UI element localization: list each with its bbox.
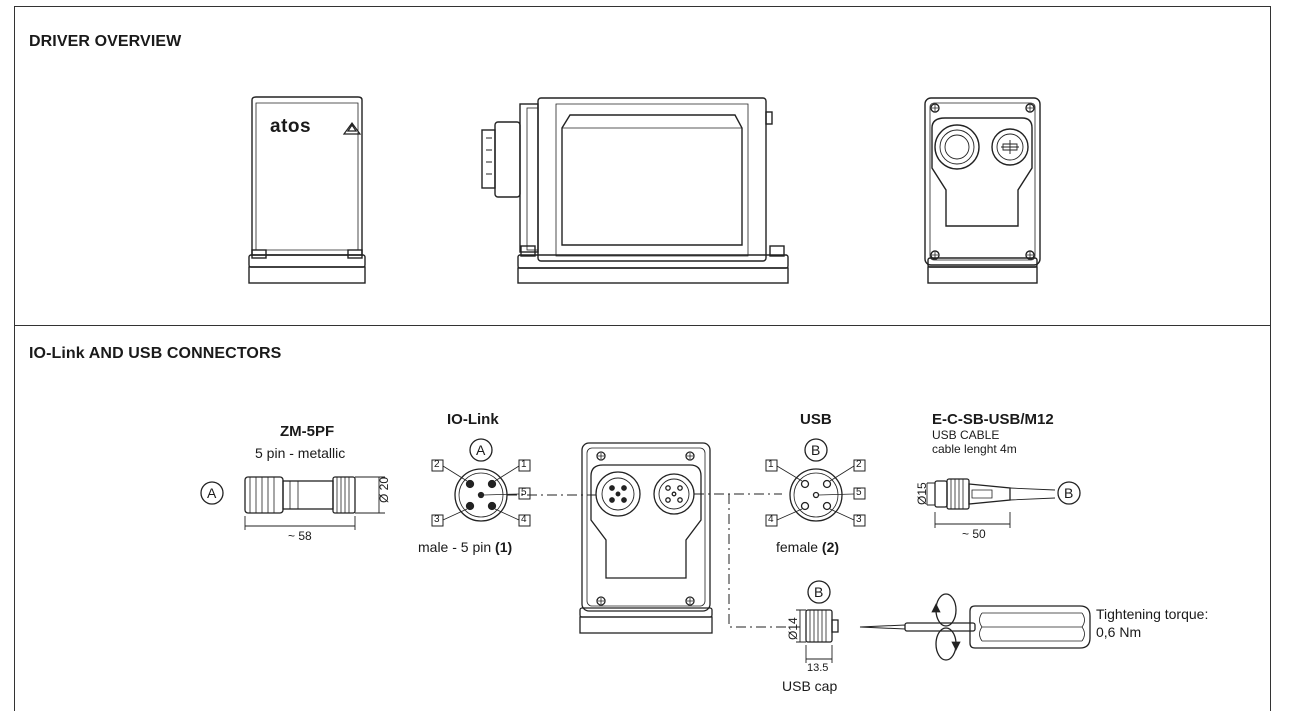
- usb-caption: female (2): [776, 539, 839, 555]
- zm5pf-connector-drawing: [244, 476, 385, 530]
- usb-cable-line1: USB CABLE: [932, 428, 1000, 442]
- usb-pin-2: 2: [856, 459, 862, 470]
- iolink-pinout-drawing: [431, 459, 531, 527]
- section-title-connectors: IO-Link AND USB CONNECTORS: [29, 345, 282, 362]
- usb-cap-drawing: [796, 609, 839, 663]
- torque-line2: 0,6 Nm: [1096, 624, 1142, 640]
- usb-cable-drawing: [926, 478, 1056, 528]
- atos-logo: atos: [270, 116, 312, 137]
- driver-rear-view: [924, 97, 1041, 284]
- marker-a-iolink: [469, 438, 493, 462]
- zm5pf-title: ZM-5PF: [280, 423, 335, 440]
- usb-cable-dim-diameter: Ø15: [915, 482, 929, 505]
- iolink-title: IO-Link: [447, 411, 499, 428]
- zm5pf-subtitle: 5 pin - metallic: [255, 445, 346, 461]
- usb-pin-3: 3: [856, 514, 862, 525]
- usb-cable-marker: B: [1064, 485, 1074, 501]
- drawing-frame: [14, 6, 1271, 711]
- zm5pf-dim-length: ~ 58: [288, 529, 312, 543]
- usb-pin-5: 5: [856, 487, 862, 498]
- marker-b-usb: [804, 438, 828, 462]
- usb-cap-dim-length: 13.5: [807, 662, 829, 674]
- section-divider: [14, 325, 1271, 326]
- marker-a-zm5pf: [200, 481, 224, 505]
- driver-side-view: [481, 97, 789, 284]
- usb-pinout-drawing: [765, 459, 866, 527]
- driver-front-view: [248, 96, 366, 284]
- usb-title: USB: [800, 411, 832, 428]
- usb-caption-ref: (2): [821, 539, 840, 555]
- usb-cap-label: USB cap: [782, 678, 838, 694]
- iolink-marker: A: [476, 442, 486, 458]
- iolink-pin-4: 4: [521, 514, 527, 525]
- usb-cable-title: E-C-SB-USB/M12: [932, 411, 1054, 428]
- iolink-pin-3: 3: [434, 514, 440, 525]
- usb-pin-4: 4: [768, 514, 774, 525]
- iolink-pin-1: 1: [521, 459, 527, 470]
- usb-pin-1: 1: [768, 459, 774, 470]
- screwdriver-drawing: [859, 593, 1091, 661]
- connection-lines: [507, 493, 800, 628]
- usb-cap-marker: B: [814, 584, 824, 600]
- section-title-overview: DRIVER OVERVIEW: [29, 33, 182, 50]
- usb-cable-line2: cable lenght 4m: [932, 442, 1017, 456]
- zm5pf-dim-diameter: Ø 20: [377, 476, 391, 503]
- usb-marker: B: [811, 442, 821, 458]
- torque-line1: Tightening torque:: [1096, 606, 1209, 622]
- iolink-pin-5: 5: [521, 487, 527, 498]
- zm5pf-marker: A: [207, 485, 217, 501]
- iolink-caption: male - 5 pin (1): [418, 539, 512, 555]
- iolink-pin-2: 2: [434, 459, 440, 470]
- driver-rear-connector-view: [579, 442, 713, 634]
- usb-cable-dim-length: ~ 50: [962, 527, 986, 541]
- iolink-caption-text: male - 5 pin: [418, 539, 492, 555]
- usb-caption-text: female: [776, 539, 819, 555]
- iolink-caption-ref: (1): [495, 539, 513, 555]
- usb-cap-dim-diameter: Ø14: [786, 617, 800, 640]
- marker-b-cap: [807, 580, 831, 604]
- marker-b-cable: [1057, 481, 1081, 505]
